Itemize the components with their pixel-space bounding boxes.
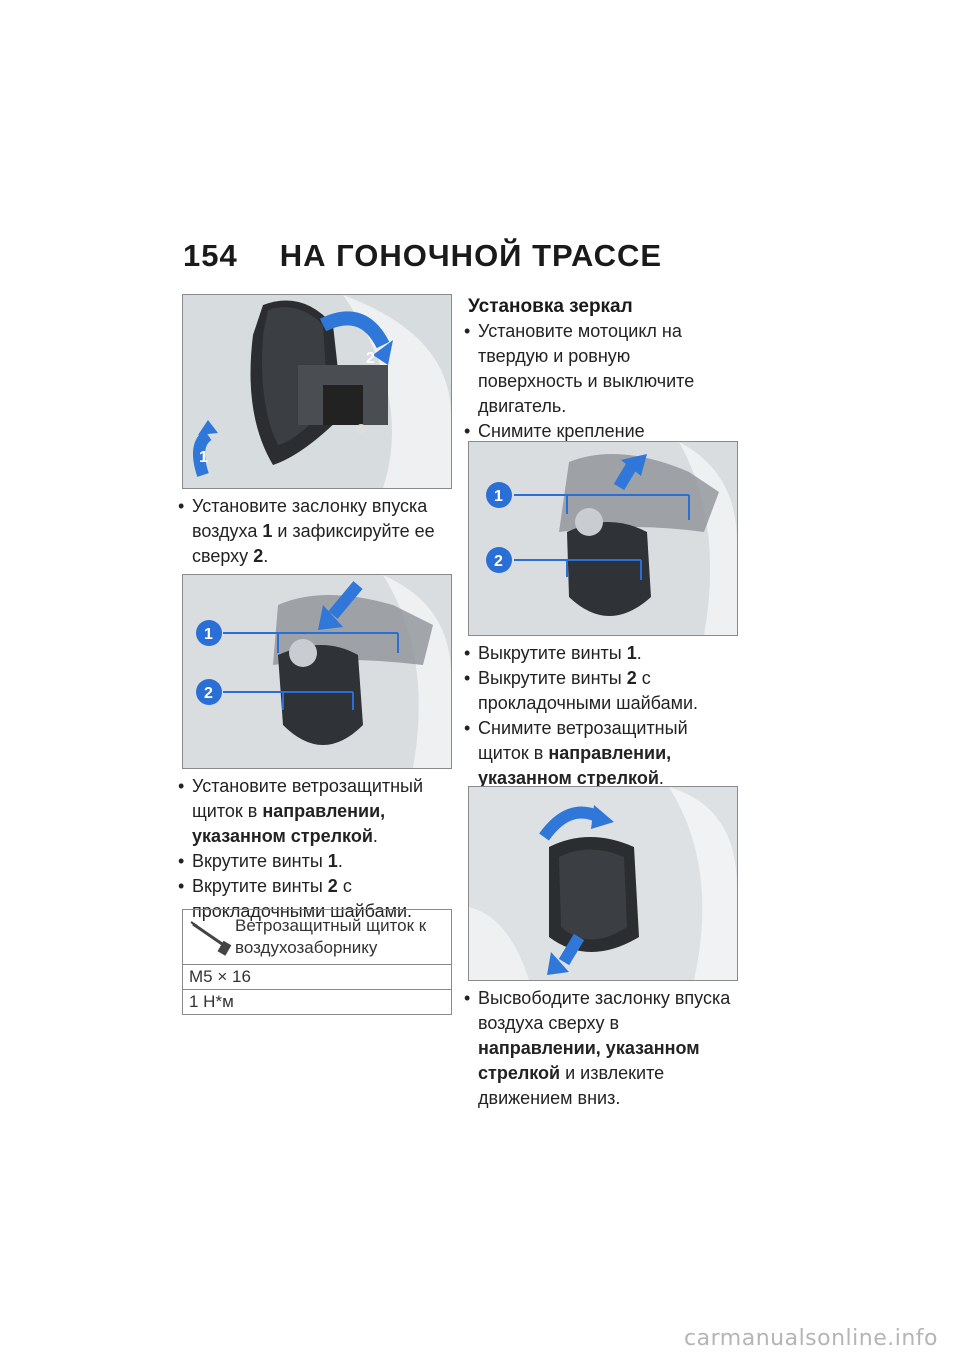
left-step2: Установите ветрозащитный щиток в направл… bbox=[178, 774, 452, 924]
torque-bolt-size: M5 × 16 bbox=[183, 965, 451, 990]
fig2-label-2: 2 bbox=[204, 685, 213, 702]
section-heading: Установка зеркал bbox=[468, 296, 633, 317]
instruction-item: Установите мотоцикл на твердую и ровную … bbox=[464, 319, 738, 419]
page-title: НА ГОНОЧНОЙ ТРАССЕ bbox=[279, 238, 663, 273]
torque-description: Ветрозащитный щиток к воздухозаборнику bbox=[235, 916, 427, 957]
figure-windscreen-install: 1 2 bbox=[182, 574, 452, 769]
page-header: 154 НА ГОНОЧНОЙ ТРАССЕ bbox=[183, 238, 662, 274]
right-step3: Высвободите заслонку впуска воздуха свер… bbox=[464, 986, 738, 1111]
watermark: carmanualsonline.info bbox=[684, 1326, 938, 1351]
instruction-item: Вкрутите винты 1. bbox=[178, 849, 452, 874]
instruction-item: Выкрутите винты 2 с прокладочными шайбам… bbox=[464, 666, 738, 716]
figure-intake-flap: 2 1 bbox=[182, 294, 452, 489]
figure-intake-flap-removal bbox=[468, 786, 738, 981]
figure-screws-removal: 1 2 bbox=[468, 441, 738, 636]
torque-wrench-icon bbox=[189, 916, 233, 961]
instruction-item: Установите ветрозащитный щиток в направл… bbox=[178, 774, 452, 849]
instruction-item: Выкрутите винты 1. bbox=[464, 641, 738, 666]
instruction-item: Высвободите заслонку впуска воздуха свер… bbox=[464, 986, 738, 1111]
right-step2: Выкрутите винты 1. Выкрутите винты 2 с п… bbox=[464, 641, 738, 791]
instruction-item: Установите заслонку впуска воздуха 1 и з… bbox=[178, 494, 452, 569]
fig3-label-1: 1 bbox=[494, 488, 503, 505]
torque-spec-box: Ветрозащитный щиток к воздухозаборнику M… bbox=[182, 909, 452, 1015]
fig2-label-1: 1 bbox=[204, 626, 213, 643]
instruction-item: Вкрутите винты 2 с прокладочными шайбами… bbox=[178, 874, 452, 924]
left-step1: Установите заслонку впуска воздуха 1 и з… bbox=[178, 494, 452, 569]
fig1-label-2: 2 bbox=[366, 350, 375, 367]
fig3-label-2: 2 bbox=[494, 553, 503, 570]
instruction-item: Снимите ветрозащитный щиток в направлени… bbox=[464, 716, 738, 791]
page-number: 154 bbox=[183, 238, 238, 273]
fig1-label-1: 1 bbox=[199, 449, 208, 466]
torque-value: 1 Н*м bbox=[189, 992, 234, 1011]
